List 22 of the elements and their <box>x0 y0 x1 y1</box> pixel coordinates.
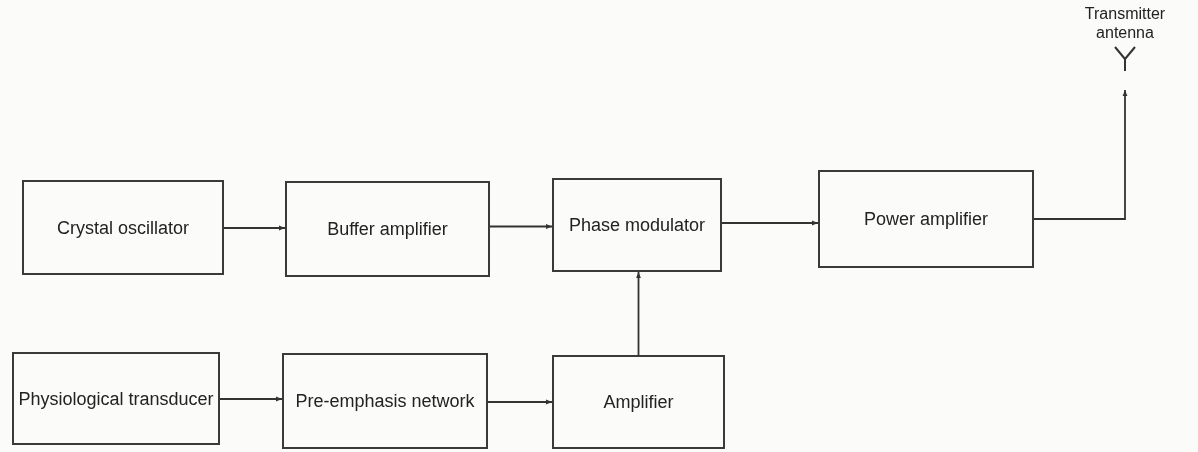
arrow <box>219 396 283 402</box>
block-label: Physiological transducer <box>17 387 215 410</box>
block-label: Buffer amplifier <box>326 218 449 240</box>
process-box <box>22 180 224 275</box>
process-box <box>12 352 220 445</box>
block-label: Pre-emphasis network <box>294 390 476 412</box>
process-box <box>285 181 490 277</box>
arrow <box>636 271 641 356</box>
process-box <box>552 178 722 272</box>
block-label: Power amplifier <box>862 208 989 230</box>
block-label: Crystal oscillator <box>56 216 190 239</box>
block-label: Phase modulator <box>567 214 707 236</box>
process-box <box>818 170 1034 268</box>
arrow <box>721 220 819 226</box>
arrow <box>1033 89 1128 220</box>
antenna-label: Transmitter antenna <box>1083 4 1167 42</box>
arrow <box>489 224 553 229</box>
arrow <box>223 225 286 231</box>
process-box <box>552 355 725 449</box>
block-label: Amplifier <box>602 391 675 413</box>
arrow <box>487 399 553 405</box>
process-box <box>282 353 488 449</box>
